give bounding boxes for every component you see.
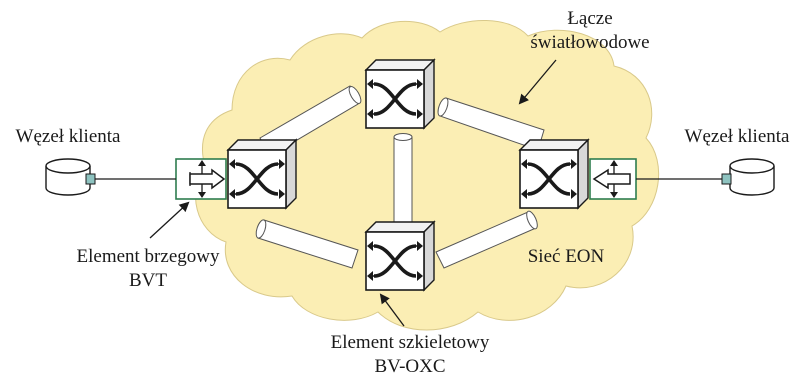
network-label: Sieć EON xyxy=(528,246,605,267)
client-node-left xyxy=(45,158,96,196)
client-left-label: Węzeł klienta xyxy=(16,126,122,147)
client-node-right xyxy=(721,158,775,196)
client-right-label: Węzeł klienta xyxy=(685,126,791,147)
fiber-link-vertical xyxy=(393,133,413,230)
fiber-link-bottom-right xyxy=(435,210,538,269)
bvt-left xyxy=(175,158,227,200)
fiber-link-bottom-left xyxy=(255,219,359,269)
switch-bottom xyxy=(364,220,436,292)
switch-right xyxy=(518,138,590,210)
edge-label-line2: BVT xyxy=(129,270,167,291)
bvt-right xyxy=(589,158,637,200)
switch-left xyxy=(226,138,298,210)
bvt-pointer-arrow xyxy=(149,201,190,239)
fiber-label-line1: Łącze xyxy=(567,8,612,29)
oxc-pointer-arrow xyxy=(379,293,405,327)
switch-top xyxy=(364,58,436,130)
core-label-line2: BV-OXC xyxy=(374,356,445,377)
fiber-pointer-arrow xyxy=(518,59,557,105)
edge-label-line1: Element brzegowy xyxy=(77,246,220,267)
fiber-label-line2: światłowodowe xyxy=(530,32,649,53)
core-label-line1: Element szkieletowy xyxy=(331,332,490,353)
